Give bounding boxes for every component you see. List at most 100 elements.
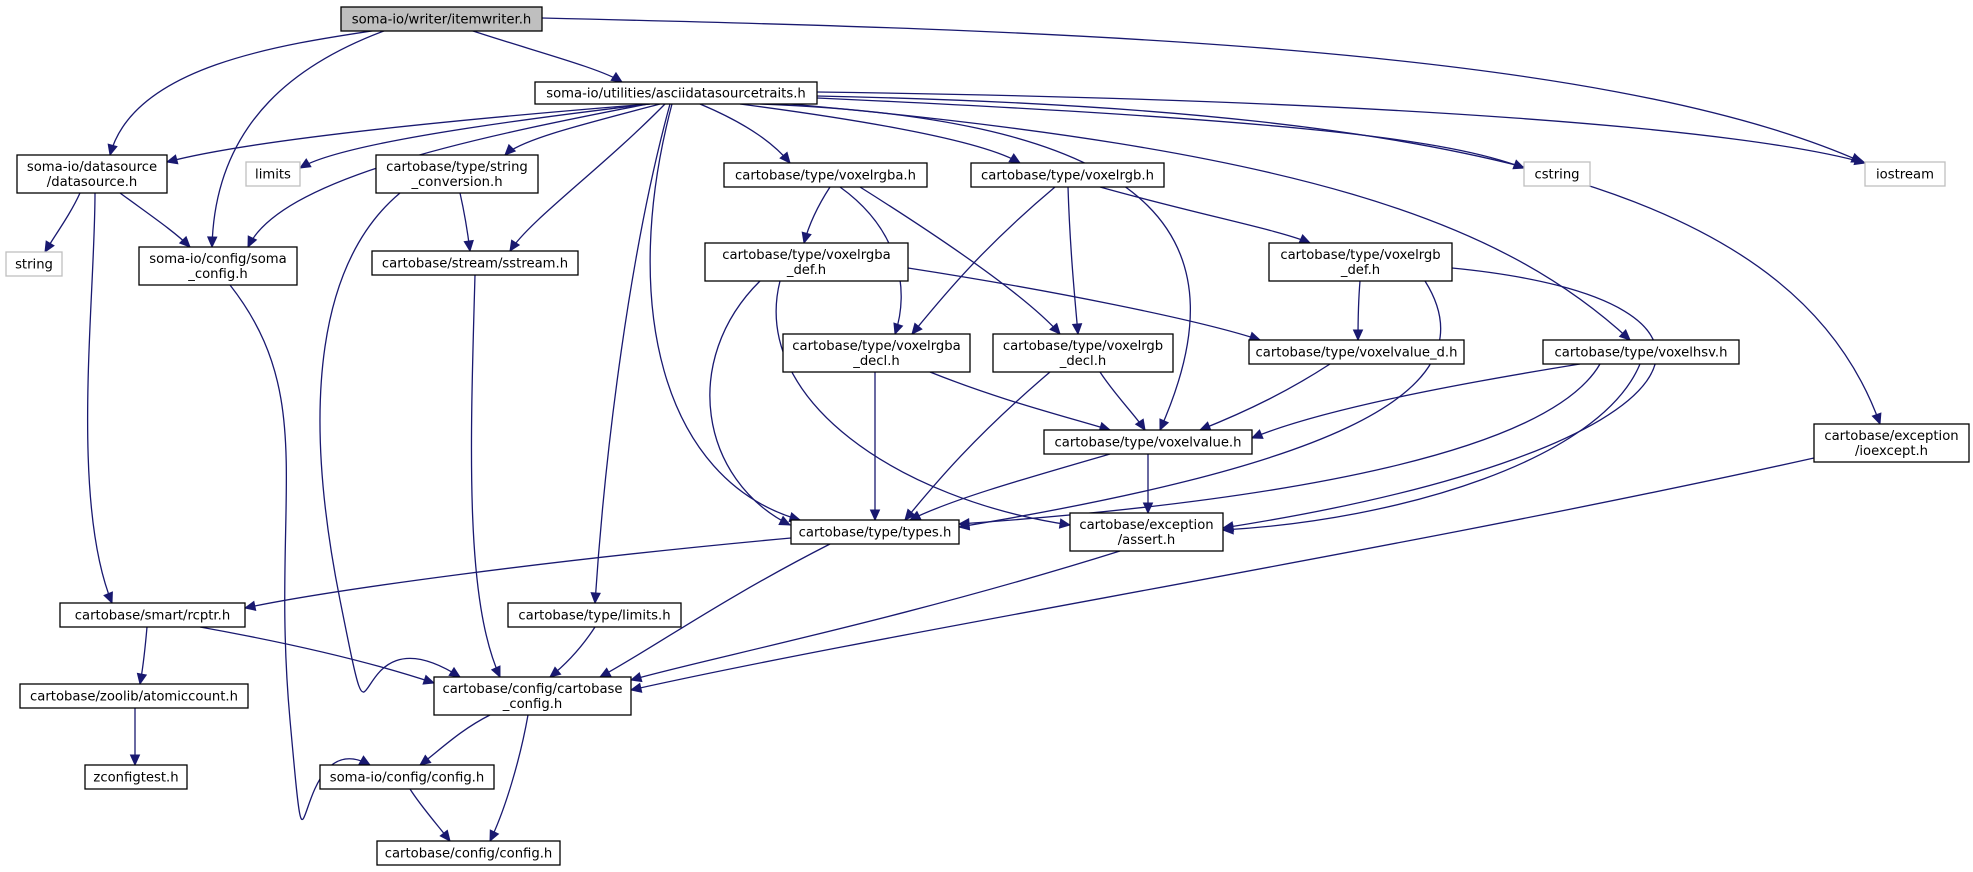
arrowhead-sstream bbox=[463, 239, 474, 253]
arrowhead-datasource bbox=[165, 154, 179, 165]
node-label: limits bbox=[255, 168, 291, 183]
arrowhead-somaconfig bbox=[178, 235, 191, 248]
edge-rgbadef-to-types bbox=[709, 280, 791, 526]
node-string[interactable]: string bbox=[5, 251, 63, 277]
node-voxelvalue[interactable]: cartobase/type/voxelvalue.h bbox=[1043, 429, 1253, 455]
arrowhead-datasource bbox=[107, 143, 118, 157]
edge-asciitraits-to-cstring bbox=[816, 97, 1525, 169]
node-box bbox=[1069, 512, 1224, 552]
node-box bbox=[84, 764, 188, 790]
node-label: cartobase/zoolib/atomiccount.h bbox=[30, 690, 238, 705]
arrowhead-sstream bbox=[509, 239, 521, 253]
node-atomic[interactable]: cartobase/zoolib/atomiccount.h bbox=[19, 683, 249, 709]
node-iostream[interactable]: iostream bbox=[1864, 161, 1946, 187]
node-label: /datasource.h bbox=[47, 175, 138, 190]
arrowhead-limits bbox=[298, 158, 312, 169]
arrowhead-somaconf bbox=[358, 755, 372, 766]
node-box bbox=[5, 251, 63, 277]
node-label: cartobase/type/voxelrgb.h bbox=[981, 169, 1154, 184]
node-box bbox=[970, 162, 1165, 188]
arrowhead-rgbdecl bbox=[1071, 323, 1083, 336]
node-cstring[interactable]: cstring bbox=[1523, 161, 1591, 187]
arrowhead-somaconf bbox=[419, 754, 432, 766]
edge-itemwriter-to-datasource bbox=[109, 25, 406, 156]
node-box bbox=[1813, 423, 1970, 463]
node-somaconfig[interactable]: soma-io/config/soma_config.h bbox=[138, 246, 298, 286]
arrowhead-asciitraits bbox=[610, 71, 624, 83]
node-label: cartobase/type/voxelrgb bbox=[1280, 248, 1440, 263]
arrowhead-voxelvalue bbox=[1134, 418, 1146, 432]
edge-strconv-to-cbconfig bbox=[319, 192, 461, 693]
edge-rgbadef-to-assert bbox=[775, 280, 1071, 526]
arrowhead-rcptr bbox=[103, 591, 113, 605]
node-limits[interactable]: limits bbox=[245, 161, 301, 187]
arrowhead-assert bbox=[1058, 518, 1072, 529]
arrowhead-assert bbox=[1221, 524, 1234, 535]
edge-rgbdecl-to-voxelvalue bbox=[1099, 371, 1146, 431]
arrowhead-zconfig bbox=[129, 754, 141, 767]
node-voxelrgba[interactable]: cartobase/type/voxelrgba.h bbox=[723, 162, 928, 188]
node-label: /ioexcept.h bbox=[1855, 444, 1928, 459]
node-assert[interactable]: cartobase/exception/assert.h bbox=[1069, 512, 1224, 552]
node-box bbox=[376, 840, 561, 866]
node-rgbdef[interactable]: cartobase/type/voxelrgb_def.h bbox=[1268, 242, 1453, 282]
arrowhead-cbconfig bbox=[598, 667, 612, 678]
arrowhead-cbconfig bbox=[629, 682, 643, 693]
node-ioexcept[interactable]: cartobase/exception/ioexcept.h bbox=[1813, 423, 1970, 463]
arrowhead-cbconf bbox=[439, 829, 451, 842]
arrowhead-cbconfig bbox=[422, 674, 436, 685]
edge-asciitraits-to-voxelrgba bbox=[699, 103, 791, 164]
node-label: cartobase/config/config.h bbox=[385, 847, 553, 862]
node-rgbadecl[interactable]: cartobase/type/voxelrgba_decl.h bbox=[782, 333, 971, 373]
node-datasource[interactable]: soma-io/datasource/datasource.h bbox=[16, 154, 168, 194]
node-voxelhsv[interactable]: cartobase/type/voxelhsv.h bbox=[1542, 339, 1740, 365]
node-label: cartobase/type/voxelrgba.h bbox=[735, 169, 916, 184]
node-label: cartobase/type/voxelvalue.h bbox=[1055, 436, 1242, 451]
node-label: _def.h bbox=[786, 263, 826, 278]
edge-valued-to-voxelvalue bbox=[1199, 363, 1331, 431]
node-cbconfig[interactable]: cartobase/config/cartobase_config.h bbox=[433, 676, 632, 716]
arrowhead-voxelvalue bbox=[1250, 429, 1264, 439]
edge-rgbdef-to-assert bbox=[1222, 267, 1658, 529]
node-asciitraits[interactable]: soma-io/utilities/asciidatasourcetraits.… bbox=[534, 81, 818, 105]
node-label: cartobase/type/voxelhsv.h bbox=[1555, 346, 1728, 361]
node-label: _config.h bbox=[187, 267, 248, 282]
node-label: cartobase/type/voxelrgba bbox=[792, 339, 960, 354]
edge-rcptr-to-cbconfig bbox=[199, 626, 435, 684]
node-strconv[interactable]: cartobase/type/string_conversion.h bbox=[375, 154, 539, 194]
node-sstream[interactable]: cartobase/stream/sstream.h bbox=[371, 250, 579, 276]
arrowhead-string bbox=[44, 240, 55, 254]
node-voxelrgb[interactable]: cartobase/type/voxelrgb.h bbox=[970, 162, 1165, 188]
node-label: _conversion.h bbox=[410, 175, 502, 190]
node-valued[interactable]: cartobase/type/voxelvalue_d.h bbox=[1248, 339, 1465, 365]
edge-itemwriter-to-somaconfig bbox=[211, 26, 396, 248]
node-box bbox=[16, 154, 168, 194]
node-rgbadef[interactable]: cartobase/type/voxelrgba_def.h bbox=[704, 242, 909, 282]
arrowhead-typelimits bbox=[590, 592, 601, 605]
node-zconfig[interactable]: zconfigtest.h bbox=[84, 764, 188, 790]
node-rcptr[interactable]: cartobase/smart/rcptr.h bbox=[59, 602, 246, 628]
node-label: soma-io/config/soma bbox=[149, 252, 286, 267]
node-cbconf[interactable]: cartobase/config/config.h bbox=[376, 840, 561, 866]
node-itemwriter[interactable]: soma-io/writer/itemwriter.h bbox=[340, 6, 543, 32]
node-box bbox=[534, 81, 818, 105]
edge-voxelhsv-to-voxelvalue bbox=[1251, 363, 1581, 439]
node-typelimits[interactable]: cartobase/type/limits.h bbox=[507, 602, 682, 628]
node-rgbdecl[interactable]: cartobase/type/voxelrgb_decl.h bbox=[992, 333, 1174, 373]
node-types[interactable]: cartobase/type/types.h bbox=[790, 519, 960, 545]
edge-asciitraits-to-iostream bbox=[816, 91, 1866, 164]
edge-voxelhsv-to-assert bbox=[1222, 363, 1641, 531]
arrowhead-rgbadecl bbox=[911, 322, 923, 335]
edge-types-to-rcptr bbox=[244, 537, 792, 609]
node-label: iostream bbox=[1876, 168, 1934, 183]
node-label: soma-io/writer/itemwriter.h bbox=[352, 13, 532, 28]
node-label: soma-io/utilities/asciidatasourcetraits.… bbox=[546, 87, 806, 102]
edge-types-to-cbconfig bbox=[599, 543, 831, 678]
arrowhead-types bbox=[869, 509, 881, 522]
edge-rgbdecl-to-types bbox=[904, 371, 1051, 521]
arrowhead-types bbox=[957, 518, 970, 529]
node-box bbox=[723, 162, 928, 188]
node-label: cartobase/config/cartobase bbox=[442, 682, 622, 697]
node-somaconf[interactable]: soma-io/config/config.h bbox=[319, 764, 495, 790]
node-box bbox=[507, 602, 682, 628]
